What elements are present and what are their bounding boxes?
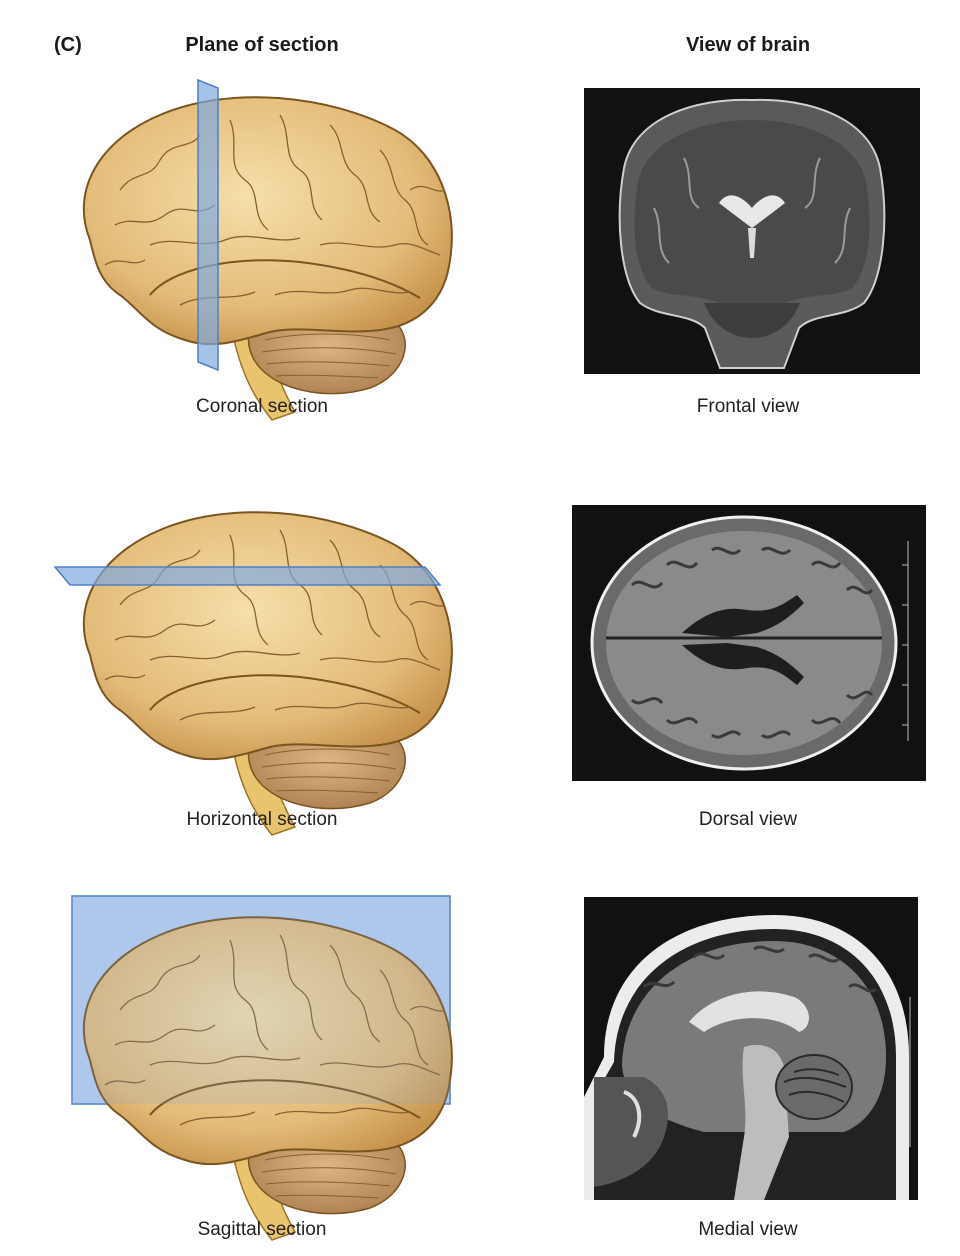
plane-of-section-heading: Plane of section <box>185 34 339 56</box>
frontal-view-mri <box>584 88 920 374</box>
panel-tag: (C) <box>54 34 82 56</box>
horizontal-section-caption: Horizontal section <box>186 809 338 830</box>
sagittal-section-caption: Sagittal section <box>197 1219 327 1240</box>
horizontal-plane <box>53 566 442 586</box>
dorsal-view-mri <box>572 505 926 781</box>
horizontal-brain-illustration <box>53 511 453 836</box>
medial-view-mri <box>584 897 918 1200</box>
dorsal-view-caption: Dorsal view <box>698 809 798 830</box>
sagittal-brain-illustration <box>71 895 453 1241</box>
coronal-plane <box>197 78 219 372</box>
coronal-section-caption: Coronal section <box>195 396 329 417</box>
view-of-brain-heading: View of brain <box>685 34 811 56</box>
frontal-view-caption: Frontal view <box>696 396 800 417</box>
medial-view-caption: Medial view <box>698 1219 798 1240</box>
coronal-brain-illustration <box>82 78 453 422</box>
